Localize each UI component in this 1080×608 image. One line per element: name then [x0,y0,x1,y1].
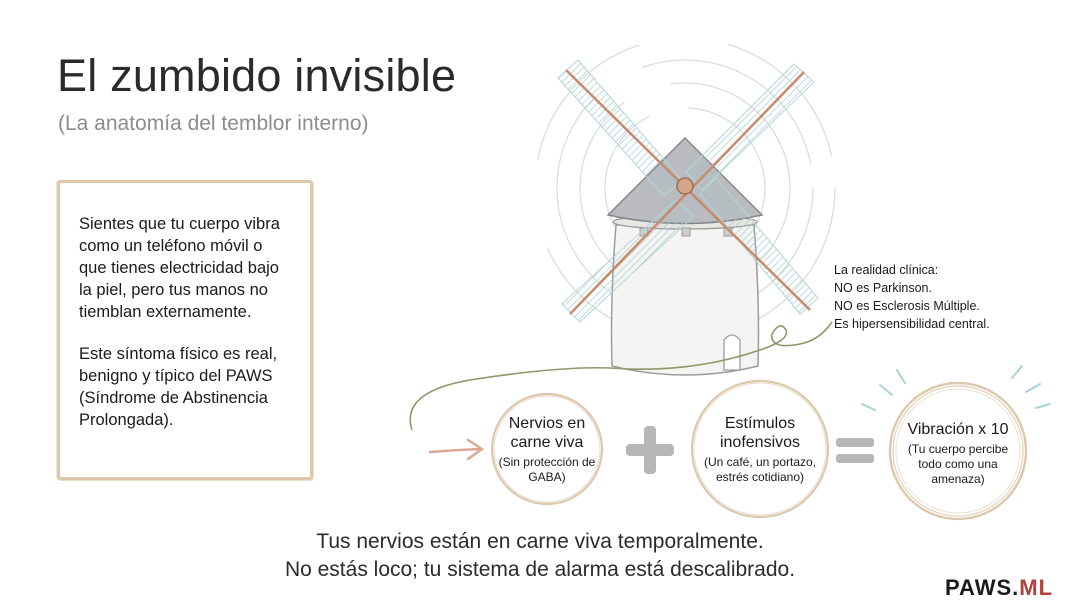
connector-curve [409,321,833,431]
logo-part-2: ML [1019,575,1054,600]
info-paragraph-2: Este síntoma físico es real, benigno y t… [79,345,278,429]
clinical-line-4: Es hipersensibilidad central. [834,317,990,331]
brand-logo: PAWS.ML [945,575,1053,601]
windmill-icon [557,59,819,376]
term-estimulos-main: Estímulos inofensivos [719,415,801,451]
logo-part-1: PAWS. [945,575,1020,600]
page-title: El zumbido invisible [57,50,457,101]
term-nervios: Nervios en carne viva (Sin protección de… [497,414,597,485]
arrow-right-icon [428,438,485,461]
info-box: Sientes que tu cuerpo vibra como un telé… [57,180,313,480]
footer-message: Tus nervios están en carne viva temporal… [0,528,1080,584]
info-paragraph-1: Sientes que tu cuerpo vibra como un telé… [79,215,280,321]
clinical-line-1: La realidad clínica: [834,263,939,277]
equals-icon [836,438,874,463]
plus-icon [626,426,674,474]
clinical-line-2: NO es Parkinson. [834,281,932,295]
page-subtitle: (La anatomía del temblor interno) [58,112,369,135]
equation-circles [490,379,1028,521]
term-vibracion-main: Vibración x 10 [907,421,1009,438]
term-estimulos-sub: (Un café, un portazo, estrés cotidiano) [703,455,817,484]
term-estimulos: Estímulos inofensivos (Un café, un porta… [696,414,824,485]
footer-line-2: No estás loco; tu sistema de alarma está… [284,558,796,581]
term-nervios-main: Nervios en carne viva [508,415,586,451]
footer-line-1: Tus nervios están en carne viva temporal… [316,530,764,553]
term-nervios-sub: (Sin protección de GABA) [498,455,596,484]
term-vibracion-sub: (Tu cuerpo percibe todo como una amenaza… [907,442,1009,486]
emphasis-strokes [861,365,1051,411]
clinical-line-3: NO es Esclerosis Múltiple. [834,299,980,313]
term-vibracion: Vibración x 10 (Tu cuerpo percibe todo c… [900,420,1016,487]
clinical-note: La realidad clínica: NO es Parkinson. NO… [834,261,990,333]
